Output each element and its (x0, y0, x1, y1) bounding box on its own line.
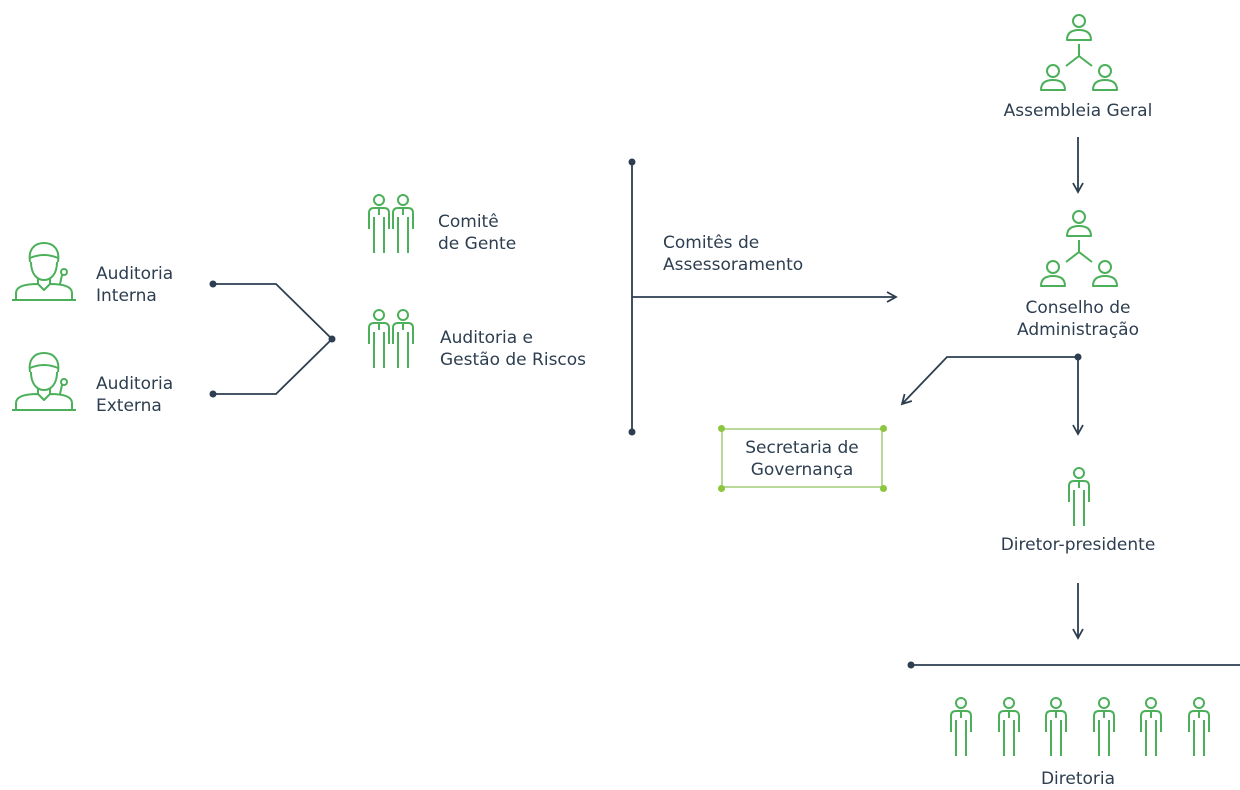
box-corner-dot (880, 425, 887, 432)
person-icon (950, 697, 972, 756)
person-icon (1140, 697, 1162, 756)
group-hierarchy-icon (1040, 210, 1118, 287)
group-hierarchy-icon (1040, 14, 1118, 91)
diretoria-label: Diretoria (1040, 769, 1116, 789)
box-corner-dot (880, 485, 887, 492)
diretor-label: Diretor-presidente (1000, 535, 1156, 555)
auditor-icon (12, 352, 76, 411)
two-people-icon (368, 309, 414, 368)
box-corner-dot (718, 425, 725, 432)
person-icon (1045, 697, 1067, 756)
secretaria-arrow (900, 356, 1078, 406)
person-icon (1068, 467, 1090, 526)
two-people-icon (368, 194, 414, 253)
auditoria-externa-connector (213, 338, 333, 395)
box-corner-dot (718, 485, 725, 492)
auditoria-interna-connector (213, 283, 333, 340)
person-icon (1187, 697, 1210, 756)
person-icon (997, 697, 1020, 756)
assembleia-label: Assembleia Geral (1003, 101, 1153, 121)
auditor-icon (12, 242, 76, 301)
secretaria-box (721, 428, 883, 488)
person-icon (1092, 697, 1115, 756)
